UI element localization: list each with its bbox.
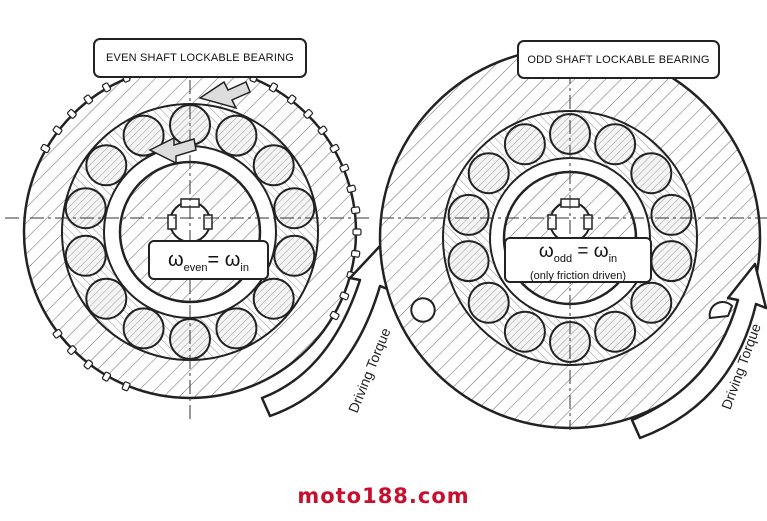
- left-roller: [122, 114, 165, 157]
- left-rim-tooth: [339, 291, 350, 301]
- right-speed-equation: ωodd = ωin (only friction driven): [504, 237, 652, 283]
- left-rim-tooth: [101, 82, 112, 93]
- left-rim-tooth: [52, 328, 63, 339]
- left-direction-arrows: [148, 80, 251, 165]
- left-rim-tooth: [350, 249, 361, 258]
- right-bearing-title: ODD SHAFT LOCKABLE BEARING: [517, 40, 720, 79]
- left-roller: [273, 187, 316, 230]
- right-eq-sub-odd: odd: [553, 252, 573, 265]
- right-side-hole-right: [708, 301, 734, 320]
- left-rim-tooth: [352, 228, 362, 236]
- left-rim-tooth: [329, 143, 340, 154]
- left-rim-tooth: [66, 345, 77, 356]
- right-roller: [447, 193, 490, 236]
- right-eq-sub-in: in: [608, 252, 618, 265]
- left-rim-tooth: [121, 381, 131, 392]
- left-rim-tooth: [317, 125, 328, 136]
- right-rollers: [447, 113, 693, 363]
- left-rim-tooth: [303, 108, 314, 119]
- left-eq-omega: ω: [168, 249, 184, 271]
- right-eq-note: (only friction driven): [530, 269, 626, 282]
- right-torque-arrow: [630, 262, 767, 440]
- right-roller: [467, 152, 510, 195]
- watermark: moto188.com: [297, 484, 470, 508]
- left-rim-tooth: [40, 143, 51, 154]
- left-roller: [85, 277, 128, 320]
- left-speed-equation: ωeven= ωin: [148, 240, 269, 280]
- left-rim-tooth: [346, 184, 357, 193]
- right-roller: [650, 240, 693, 283]
- left-roller: [273, 234, 316, 277]
- right-roller: [467, 281, 510, 324]
- left-eq-sub-in: in: [240, 262, 249, 274]
- right-roller: [503, 123, 546, 166]
- right-roller: [447, 240, 490, 283]
- left-bearing: [5, 60, 392, 420]
- left-rim-tooth: [268, 82, 279, 93]
- left-roller: [64, 187, 107, 230]
- left-rim-tooth: [83, 359, 94, 370]
- right-roller: [630, 281, 673, 324]
- right-roller: [594, 310, 637, 353]
- left-rim-tooth: [286, 94, 297, 105]
- left-roller: [215, 307, 258, 350]
- left-bearing-title: EVEN SHAFT LOCKABLE BEARING: [93, 38, 307, 78]
- left-roller: [252, 144, 295, 187]
- left-roller: [85, 144, 128, 187]
- right-eq-omega: ω: [538, 241, 554, 262]
- left-rim-tooth: [66, 108, 77, 119]
- left-rim-tooth: [339, 163, 350, 173]
- left-rim-tooth: [329, 310, 340, 321]
- right-roller: [594, 123, 637, 166]
- left-roller: [122, 307, 165, 350]
- right-side-hole-left: [410, 297, 436, 323]
- left-rollers: [64, 104, 316, 360]
- left-roller: [252, 277, 295, 320]
- right-eq-mid: = ω: [572, 241, 609, 262]
- left-eq-mid: = ω: [207, 249, 241, 271]
- left-rim-tooth: [52, 125, 63, 136]
- left-rim-tooth: [350, 206, 361, 215]
- right-roller: [650, 193, 693, 236]
- left-roller: [64, 234, 107, 277]
- right-roller: [630, 152, 673, 195]
- left-rim-tooth: [101, 371, 112, 382]
- left-roller: [215, 114, 258, 157]
- right-roller: [503, 310, 546, 353]
- left-eq-sub-even: even: [183, 262, 208, 274]
- left-rim-tooth: [83, 94, 94, 105]
